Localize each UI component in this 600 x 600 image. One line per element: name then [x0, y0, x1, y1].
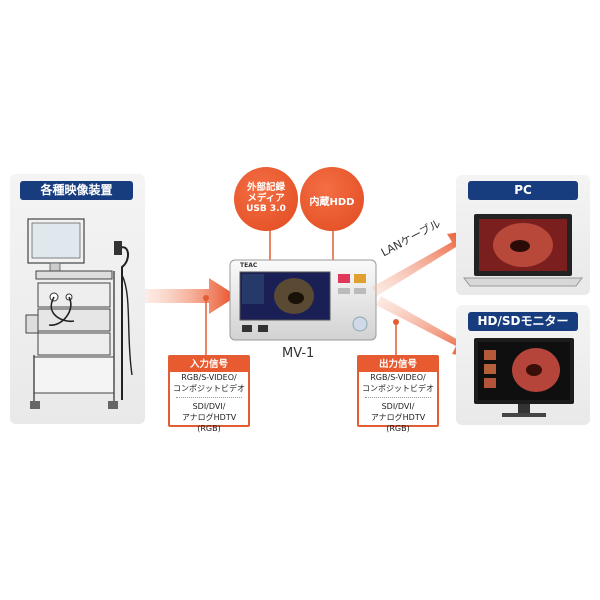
internal-hdd-bubble: 内蔵HDD	[300, 167, 364, 231]
arrow-source-to-device	[145, 278, 237, 314]
external-media-line2: メディア	[247, 193, 285, 204]
device-name: MV-1	[282, 346, 315, 361]
input-signal-divider	[176, 397, 242, 398]
input-signal-title: 入力信号	[170, 357, 248, 372]
input-signal-line: アナログHDTV (RGB)	[181, 413, 237, 433]
device-brand: TEAC	[240, 262, 258, 269]
external-media-line3: USB 3.0	[246, 204, 286, 214]
external-media-line1: 外部記録	[246, 182, 285, 193]
laptop-illustration	[463, 214, 583, 287]
endoscopy-cart-illustration	[25, 218, 133, 409]
input-signal-line: SDI/DVI/	[192, 402, 226, 411]
output-signal-divider	[365, 397, 431, 398]
external-media-bubble: 外部記録 メディア USB 3.0	[234, 167, 298, 231]
source-title: 各種映像装置	[20, 181, 133, 200]
output-signal-title: 出力信号	[359, 357, 437, 372]
output-signal-line: SDI/DVI/	[381, 402, 415, 411]
pc-title: PC	[468, 181, 578, 200]
input-signal-line: コンポジットビデオ	[173, 384, 245, 393]
output-signal-box: 出力信号 RGB/S-VIDEO/ コンポジットビデオ SDI/DVI/ アナロ…	[357, 355, 439, 433]
monitor-illustration	[474, 338, 574, 417]
input-signal-line: RGB/S-VIDEO/	[181, 373, 237, 382]
output-signal-line: コンポジットビデオ	[362, 384, 434, 393]
mv1-device	[229, 259, 377, 341]
internal-hdd-label: 内蔵HDD	[309, 197, 355, 208]
output-signal-line: アナログHDTV (RGB)	[370, 413, 426, 433]
monitor-title: HD/SDモニター	[468, 312, 578, 331]
input-signal-box: 入力信号 RGB/S-VIDEO/ コンポジットビデオ SDI/DVI/ アナロ…	[168, 355, 250, 433]
output-signal-line: RGB/S-VIDEO/	[370, 373, 426, 382]
